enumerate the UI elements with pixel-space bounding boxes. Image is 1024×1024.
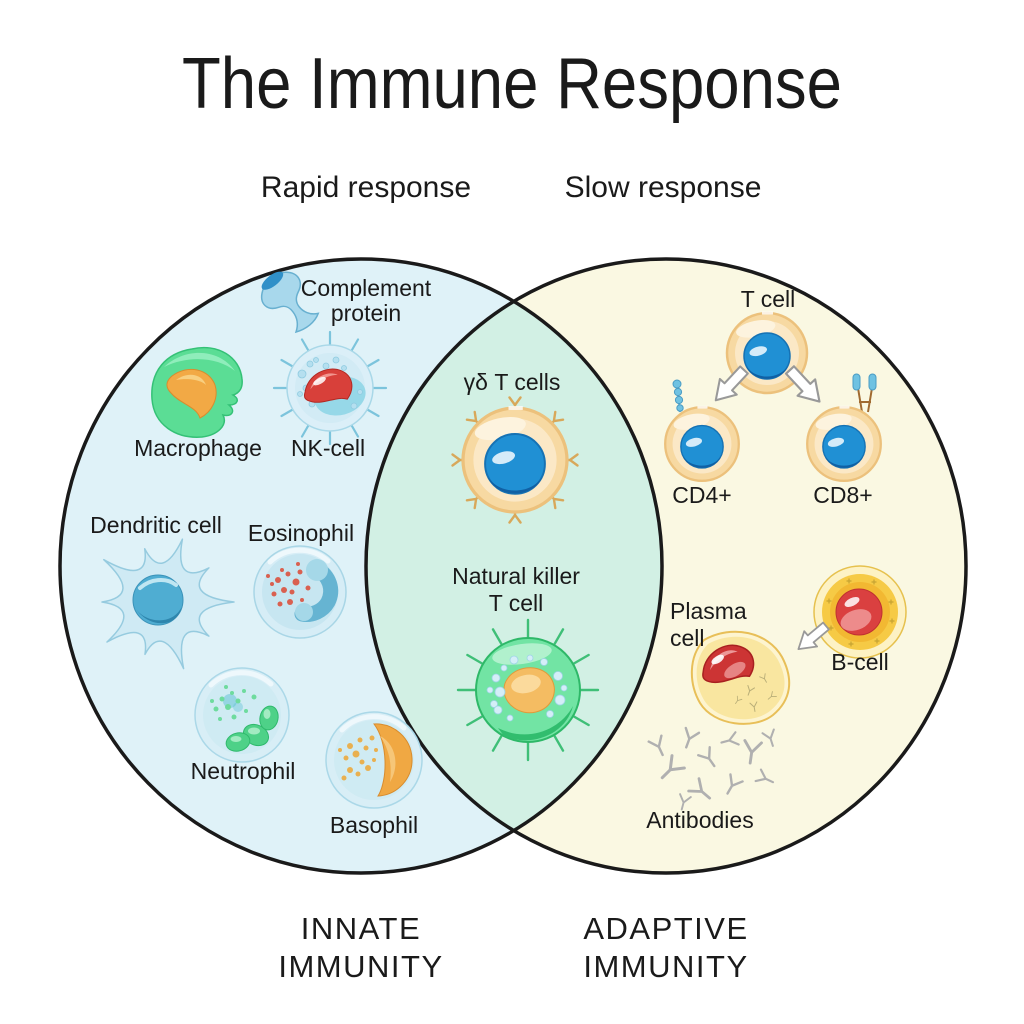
eosinophil-label: Eosinophil (248, 520, 354, 546)
cd4-cell-icon (663, 379, 741, 483)
b-cell-icon (813, 565, 907, 659)
t-cell-label: T cell (741, 286, 796, 312)
cd8-label: CD8+ (813, 482, 872, 508)
b-cell-label: B-cell (831, 649, 889, 675)
complement-protein-label-line2: protein (331, 300, 401, 326)
dendritic-cell-icon (101, 538, 235, 670)
cd8-cell-icon (805, 373, 883, 483)
nk-cell-icon (272, 330, 388, 446)
adaptive-immunity-label: ADAPTIVE (583, 911, 748, 946)
complement-protein-label: Complement (301, 275, 432, 301)
plasma-cell-label-line2: cell (670, 625, 705, 651)
neutrophil-label: Neutrophil (191, 758, 296, 784)
basophil-label: Basophil (330, 812, 418, 838)
nkt-cell-label: Natural killer (452, 563, 580, 589)
rapid-response-label: Rapid response (261, 171, 471, 204)
basophil-icon (325, 711, 423, 809)
slow-response-label: Slow response (565, 171, 762, 204)
innate-circle-outline (58, 257, 664, 875)
eosinophil-icon (253, 545, 347, 639)
innate-immunity-label-line2: IMMUNITY (278, 949, 443, 984)
neutrophil-icon (194, 667, 290, 763)
adaptive-circle-outline (364, 257, 968, 875)
nk-cell-label: NK-cell (291, 435, 365, 461)
antibodies-label: Antibodies (646, 807, 753, 833)
page-title: The Immune Response (182, 44, 842, 124)
gamma-delta-t-cell-label: γδ T cells (464, 369, 561, 395)
nkt-cell-label-line2: T cell (489, 590, 544, 616)
complement-protein-icon (260, 271, 320, 334)
plasma-cell-label: Plasma (670, 598, 747, 624)
cd4-label: CD4+ (672, 482, 731, 508)
macrophage-label: Macrophage (134, 435, 262, 461)
dendritic-cell-label: Dendritic cell (90, 512, 222, 538)
nkt-cell-icon (456, 618, 600, 762)
innate-immunity-label: INNATE (301, 911, 421, 946)
cd8-receptor-icon (857, 387, 873, 413)
plasma-cell-icon (690, 630, 791, 725)
adaptive-immunity-label-line2: IMMUNITY (583, 949, 748, 984)
macrophage-icon (151, 346, 243, 438)
